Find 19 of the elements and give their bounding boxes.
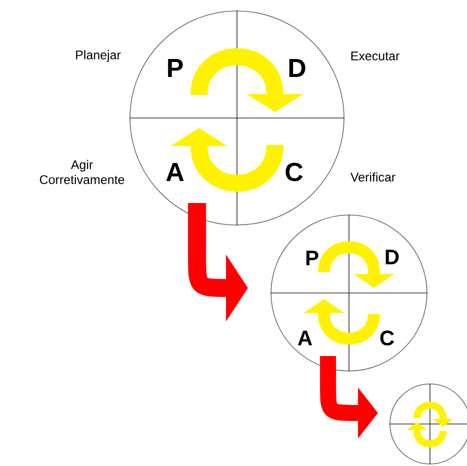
quadrant-letter: A: [166, 163, 184, 181]
phase-label: Executar: [351, 52, 400, 60]
arrow: [304, 299, 380, 345]
arrow: [190, 48, 304, 112]
quadrant-circle: [389, 383, 467, 465]
quadrant-letter: C: [380, 330, 394, 346]
quadrant-letter: D: [289, 59, 306, 77]
phase-label: Verificar: [350, 172, 396, 182]
phase-label: Planejar: [76, 50, 121, 62]
quadrant-letter: P: [168, 59, 183, 77]
quadrant-letter: C: [286, 162, 303, 182]
phase-label: Agir Corretivamente: [40, 160, 124, 184]
quadrant-circle: [270, 214, 428, 372]
quadrant-letter: D: [386, 250, 399, 264]
quadrant-circle: [129, 10, 345, 226]
quadrant-letter: P: [306, 250, 318, 266]
arrow: [170, 128, 284, 192]
arrow: [318, 241, 394, 288]
quadrant-letter: A: [298, 330, 312, 346]
